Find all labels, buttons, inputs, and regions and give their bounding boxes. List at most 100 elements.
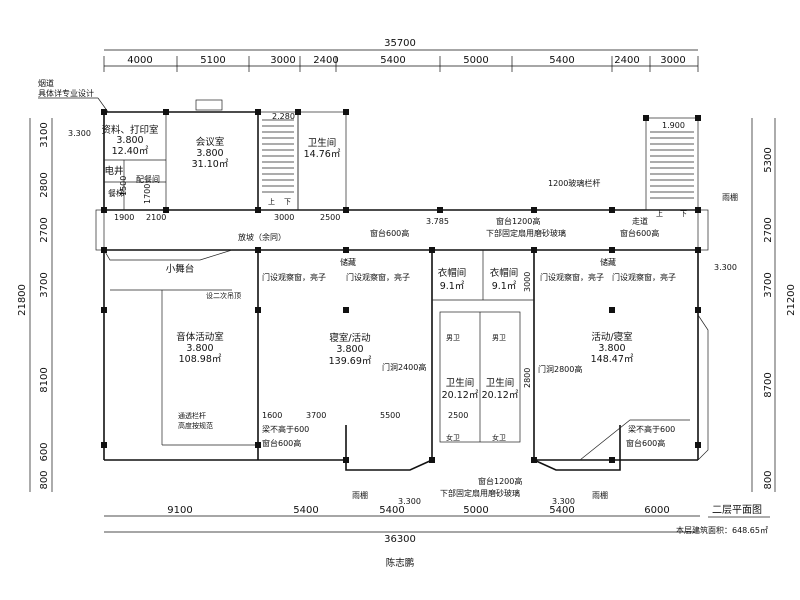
column-marker bbox=[609, 207, 615, 213]
top-dimension-chain: 35700 4000 5100 3000 2400 5400 5000 5400… bbox=[103, 38, 699, 72]
room-dorm-right-name: 活动/寝室 bbox=[591, 331, 632, 343]
top-total-dimension: 35700 bbox=[384, 38, 416, 49]
left-dim-6: 600 bbox=[39, 442, 50, 461]
bottom-dim-4: 5000 bbox=[463, 505, 488, 516]
top-dim-4: 2400 bbox=[313, 55, 338, 66]
column-marker bbox=[695, 207, 701, 213]
column-marker bbox=[343, 247, 349, 253]
left-dim-4: 3700 bbox=[39, 272, 50, 297]
room-toilet-left-area: 20.12㎡ bbox=[442, 390, 479, 401]
inner-dim-1: 1900 bbox=[114, 213, 134, 222]
column-marker bbox=[429, 247, 435, 253]
note-girls-left: 女卫 bbox=[446, 433, 460, 442]
left-dim-1: 3100 bbox=[39, 122, 50, 147]
bottom-dim-5: 5400 bbox=[549, 505, 574, 516]
room-dorm-left-elev: 3.800 bbox=[336, 344, 363, 355]
elev-marker-stair1: 2.280 bbox=[272, 112, 295, 121]
note-observe-window-l2: 门设观察窗，亮子 bbox=[346, 272, 410, 282]
right-dimension-chain: 5300 2700 3700 8700 800 21200 bbox=[751, 118, 797, 492]
designer-name: 陈志鹏 bbox=[386, 557, 415, 569]
elevation-markers: 3.300 2.280 1.900 3.785 3.300 3.300 3.30… bbox=[68, 112, 737, 506]
note-boys-left: 男卫 bbox=[446, 334, 460, 342]
left-total-dimension: 21800 bbox=[17, 284, 28, 316]
bottom-dim-2: 5400 bbox=[293, 505, 318, 516]
bottom-dim-3: 5400 bbox=[379, 505, 404, 516]
elev-marker-bottom-left: 3.300 bbox=[398, 497, 421, 506]
column-marker bbox=[101, 109, 107, 115]
drawing-title: 二层平面图 bbox=[712, 504, 762, 516]
room-labels: 资料、打印室 3.800 12.40㎡ 会议室 3.800 31.10㎡ 卫生间… bbox=[101, 124, 633, 401]
note-girls-right: 女卫 bbox=[492, 433, 506, 442]
note-frosted-bottom: 下部固定扇用磨砂玻璃 bbox=[440, 488, 520, 498]
top-dim-5: 5400 bbox=[380, 55, 405, 66]
note-canopy-bottom-left: 雨棚 bbox=[352, 490, 368, 500]
top-dim-8: 2400 bbox=[614, 55, 639, 66]
room-toilet-right-name: 卫生间 bbox=[486, 377, 515, 389]
room-closet-left-area: 9.1㎡ bbox=[440, 281, 465, 292]
bottom-dim-1: 9100 bbox=[167, 505, 192, 516]
note-stair1-down: 下 bbox=[284, 198, 291, 206]
room-meeting-elev: 3.800 bbox=[196, 148, 223, 159]
chimney-note-1: 烟道 bbox=[38, 78, 54, 88]
note-beam-right: 梁不高于600 bbox=[628, 424, 675, 434]
column-marker bbox=[695, 442, 701, 448]
room-closet-left-name: 衣帽间 bbox=[438, 267, 467, 279]
column-marker bbox=[255, 207, 261, 213]
column-marker bbox=[531, 247, 537, 253]
column-marker bbox=[255, 109, 261, 115]
column-marker bbox=[437, 207, 443, 213]
room-archive-area: 12.40㎡ bbox=[112, 146, 149, 157]
column-marker bbox=[343, 307, 349, 313]
room-closet-right-name: 衣帽间 bbox=[490, 267, 519, 279]
column-marker bbox=[343, 207, 349, 213]
column-marker bbox=[343, 457, 349, 463]
column-marker bbox=[531, 457, 537, 463]
column-marker bbox=[695, 115, 701, 121]
column-marker bbox=[101, 247, 107, 253]
top-dim-9: 3000 bbox=[660, 55, 685, 66]
note-stair1-up: 上 bbox=[268, 197, 275, 206]
top-dim-2: 5100 bbox=[200, 55, 225, 66]
inner-dim-4: 1700 bbox=[143, 184, 152, 204]
right-dim-4: 8700 bbox=[763, 372, 774, 397]
chimney-note-2: 具体详专业设计 bbox=[38, 88, 94, 98]
elev-marker-stair2: 1.900 bbox=[662, 121, 685, 130]
note-stair2-up: 上 bbox=[656, 209, 663, 218]
column-marker bbox=[101, 442, 107, 448]
room-archive-elev: 3.800 bbox=[116, 135, 143, 146]
floor-area-note: 本层建筑面积：648.65㎡ bbox=[676, 525, 768, 535]
right-total-dimension: 21200 bbox=[786, 284, 797, 316]
bottom-dim-6: 6000 bbox=[644, 505, 669, 516]
note-door-2400: 门洞2400高 bbox=[382, 362, 426, 372]
room-meeting-name: 会议室 bbox=[196, 136, 225, 148]
column-marker bbox=[163, 109, 169, 115]
column-marker bbox=[255, 307, 261, 313]
room-dorm-right-area: 148.47㎡ bbox=[591, 354, 634, 365]
note-stair2-down: 下 bbox=[680, 210, 687, 218]
right-dim-1: 5300 bbox=[763, 147, 774, 172]
inner-dim-10: 2500 bbox=[448, 411, 468, 420]
room-toilet-left-name: 卫生间 bbox=[446, 377, 475, 389]
note-storage-right: 储藏 bbox=[600, 257, 616, 267]
note-beam-left: 梁不高于600 bbox=[262, 424, 309, 434]
column-marker bbox=[295, 109, 301, 115]
room-dorm-right-elev: 3.800 bbox=[598, 343, 625, 354]
left-dimension-chain: 21800 3100 2800 2700 3700 8100 600 800 bbox=[17, 118, 53, 492]
column-marker bbox=[343, 109, 349, 115]
inner-dim-8: 3700 bbox=[306, 411, 326, 420]
room-toilet-upper-area: 14.76㎡ bbox=[304, 149, 341, 160]
note-sill-600-left: 窗台600高 bbox=[370, 228, 409, 238]
title-block: 二层平面图 本层建筑面积：648.65㎡ 陈志鹏 bbox=[386, 504, 770, 569]
left-dim-2: 2800 bbox=[39, 172, 50, 197]
column-marker bbox=[163, 207, 169, 213]
right-dim-5: 800 bbox=[763, 470, 774, 489]
elev-marker-bottom-right: 3.300 bbox=[552, 497, 575, 506]
note-canopy-bottom-right: 雨棚 bbox=[592, 490, 608, 500]
column-marker bbox=[101, 307, 107, 313]
column-marker bbox=[609, 247, 615, 253]
inner-dim-9: 5500 bbox=[380, 411, 400, 420]
note-observe-window-r2: 门设观察窗，亮子 bbox=[612, 272, 676, 282]
annotations: 烟道 具体详专业设计 1200玻璃栏杆 窗台1200高 下部固定扇用磨砂玻璃 走… bbox=[38, 78, 738, 500]
inner-dimensions: 1900 2100 1500 1700 3000 2500 1600 3700 … bbox=[114, 176, 532, 420]
